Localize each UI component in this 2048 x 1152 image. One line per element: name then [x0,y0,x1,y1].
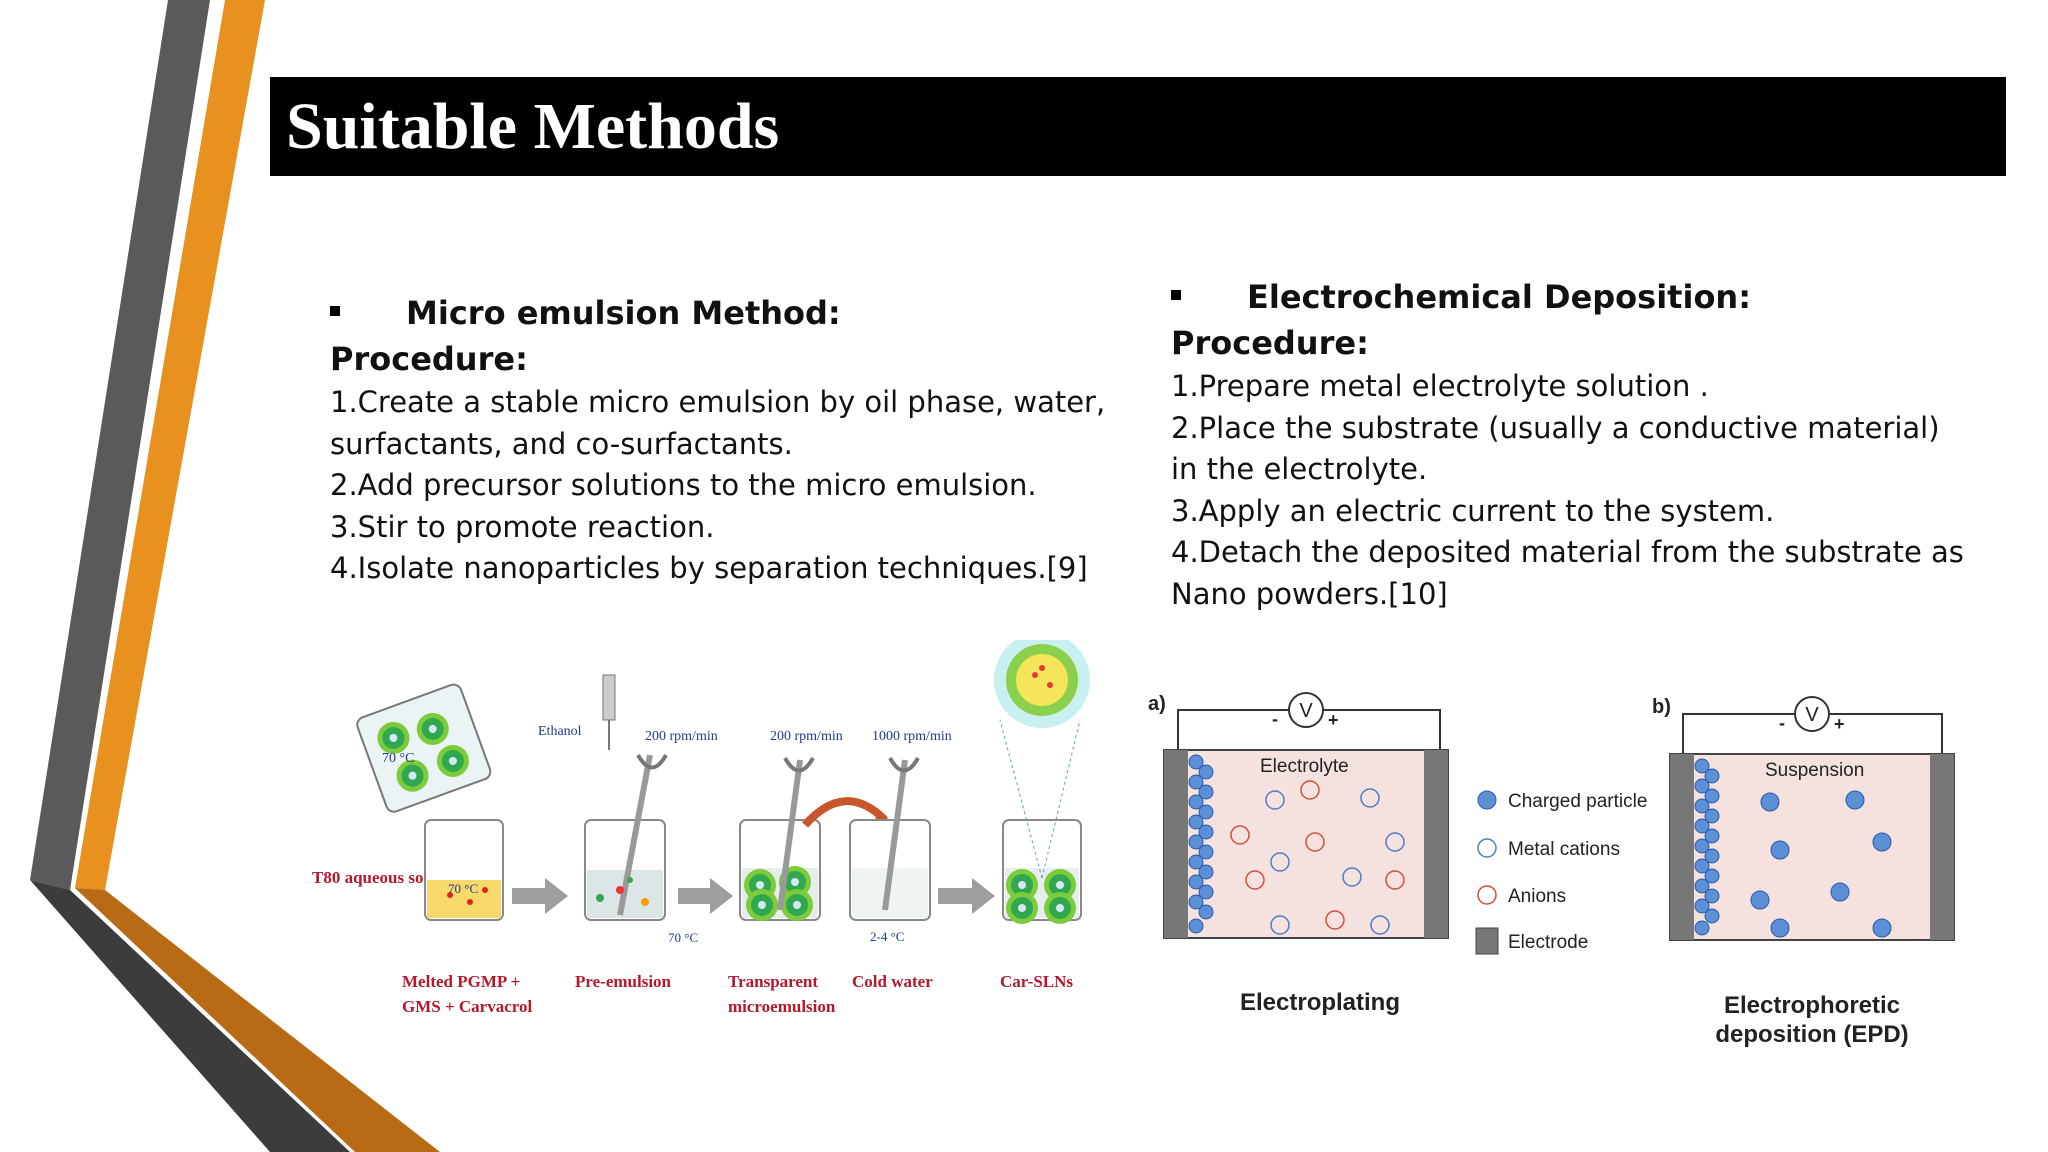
electrochemical-heading: Electrochemical Deposition: [1171,274,1971,320]
charged-particles [1750,790,1892,938]
panel-b-label: b) [1652,696,1671,718]
procedure-label: Procedure: [1171,324,1369,362]
temp-label: 70 °C [448,881,478,896]
panel-a-label: a) [1148,693,1166,715]
procedure-step: 3.Stir to promote reaction. [330,509,715,544]
procedure-step: 3.Apply an electric current to the syste… [1171,493,1775,528]
square-bullet-icon [330,306,340,316]
electrode [1670,754,1694,940]
procedure-step: 2.Place the substrate (usually a conduct… [1171,410,1940,487]
rpm-label: 200 rpm/min [770,729,843,744]
temp-label: 70 °C [668,930,698,945]
minus-label: - [1779,713,1785,733]
transparent-label-line2: microemulsion [728,997,836,1016]
electrodeposition-figure: a) V - + Electrolyte Electroplating Char… [1148,692,1955,1048]
beaker-microemulsion [739,756,821,921]
voltmeter-icon [1794,696,1830,732]
cold-water-label: Cold water [852,972,933,991]
micro-emulsion-section: Micro emulsion Method: Procedure: 1.Crea… [330,290,1110,590]
beaker-melted [424,819,504,921]
car-slns-label: Car-SLNs [1000,972,1073,991]
procedure-step: 1.Prepare metal electrolyte solution . [1171,369,1709,403]
beaker-cold-water [849,756,931,921]
electrode [1424,750,1448,938]
minus-label: - [1272,709,1278,729]
temp-label: 70 °C [382,751,414,766]
tilted-beaker [356,683,492,813]
microemulsion-process-figure: 70 °C T80 aqueous solution 70 °C Melted … [312,640,1090,1016]
transfer-arrow [802,797,888,828]
temp-label: 2-4 °C [870,929,904,944]
rpm-label: 200 rpm/min [645,729,718,744]
rpm-label: 1000 rpm/min [872,729,952,744]
process-arrow [678,878,733,914]
epd-caption-line1: Electrophoretic [1724,992,1900,1019]
legend-item: Anions [1508,886,1566,907]
epd-cell [1669,753,1955,941]
title-bar [270,77,2006,176]
voltmeter-icon [1288,692,1324,728]
transparent-label-line1: Transparent [728,972,818,991]
ethanol-label: Ethanol [538,724,582,739]
beaker-car-slns [999,719,1082,924]
voltmeter-label: V [1299,700,1313,722]
melted-label-line2: GMS + Carvacrol [402,997,533,1016]
epd-caption-line2: deposition (EPD) [1715,1021,1908,1048]
electroplating-caption: Electroplating [1240,989,1400,1016]
micro-emulsion-heading: Micro emulsion Method: [330,290,1110,336]
square-bullet-icon [1171,290,1181,300]
legend-item: Charged particle [1508,791,1647,812]
pre-emulsion-label: Pre-emulsion [575,972,672,991]
process-arrow [938,878,995,914]
electrochemical-section: Electrochemical Deposition: Procedure: 1… [1171,274,1971,615]
deposited-layer [1694,758,1720,936]
voltmeter-label: V [1805,704,1819,726]
electrode [1164,750,1188,938]
electrolyte-label: Electrolyte [1260,756,1349,777]
procedure-step: 2.Add precursor solutions to the micro e… [330,468,1037,502]
process-arrow [512,878,568,914]
procedure-step: 4.Detach the deposited material from the… [1171,535,1964,611]
procedure-step: 4.Isolate nanoparticles by separation te… [330,551,1088,585]
slide-title: Suitable Methods [286,90,780,163]
nanoparticle-zoom-icon [994,640,1090,728]
beaker-pre-emulsion [584,674,668,921]
legend-item: Electrode [1508,932,1588,953]
procedure-label: Procedure: [330,340,528,378]
plus-label: + [1328,710,1339,730]
electrode [1930,754,1954,940]
legend: Charged particle Metal cations Anions El… [1475,790,1647,955]
suspension-label: Suspension [1765,760,1864,781]
plus-label: + [1834,714,1845,734]
melted-label-line1: Melted PGMP + [402,972,520,991]
legend-item: Metal cations [1508,839,1620,860]
procedure-step: 1.Create a stable micro emulsion by oil … [330,385,1106,461]
deposited-layer [1188,754,1214,934]
ions [1230,780,1405,935]
